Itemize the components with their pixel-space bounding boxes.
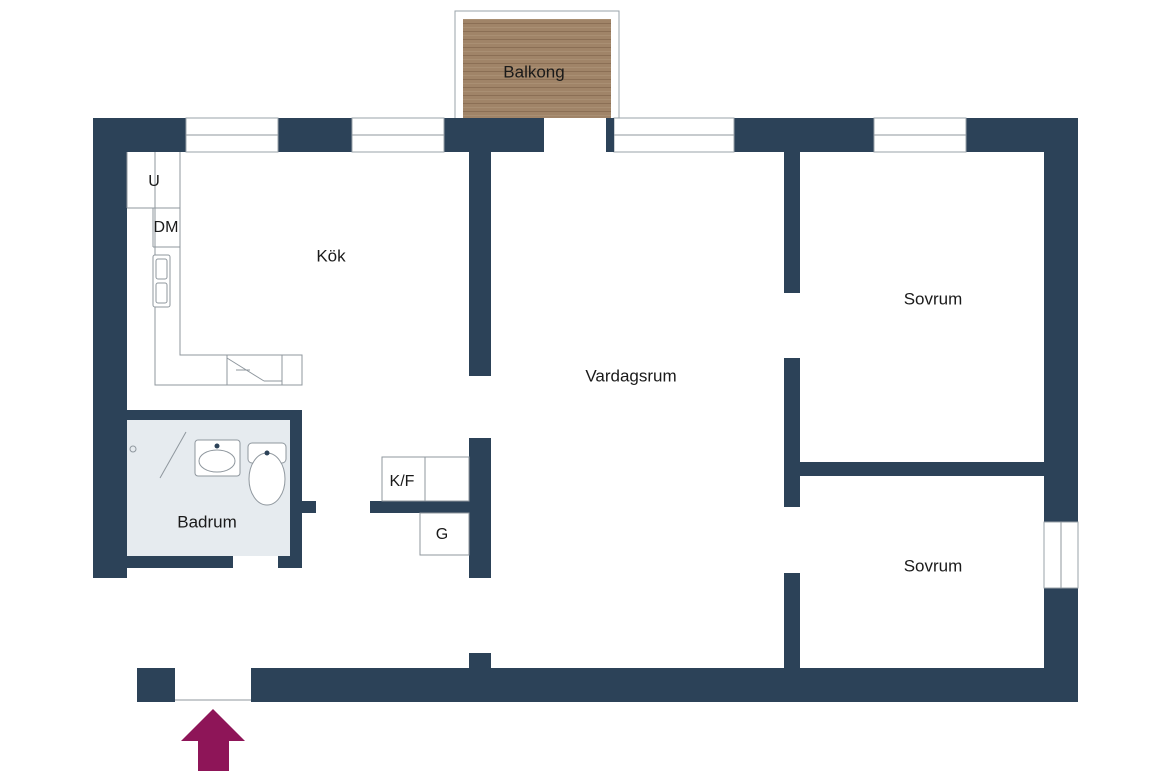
bedroom-1-label: Sovrum [904,289,963,308]
toilet-icon [247,442,287,506]
bedroom-2-label: Sovrum [904,556,963,575]
dishwasher-label: DM [154,219,179,236]
stove-icon [226,354,283,386]
kitchen-sink-icon [152,254,171,308]
bathroom: Badrum [127,420,290,556]
shower-head-icon [129,445,137,453]
balcony: Balkong [454,10,620,120]
balcony-door-opening [544,118,606,152]
wardrobe-label: G [436,526,448,543]
kitchen-label: Kök [316,246,346,265]
closets: K/F G [381,456,470,556]
bathroom-label: Badrum [177,512,237,531]
sink-icon [194,439,241,477]
top-windows [185,117,967,153]
balcony-label: Balkong [503,62,564,81]
wardrobe [419,512,470,556]
closet-label: K/F [390,473,415,490]
living-room-label: Vardagsrum [585,366,676,385]
entrance-arrow-icon [181,709,245,771]
kitchen-counter: U DM [126,152,303,386]
entrance-opening [175,668,251,702]
fridge-freezer-label: U [148,173,160,190]
balcony-deck [463,19,611,119]
